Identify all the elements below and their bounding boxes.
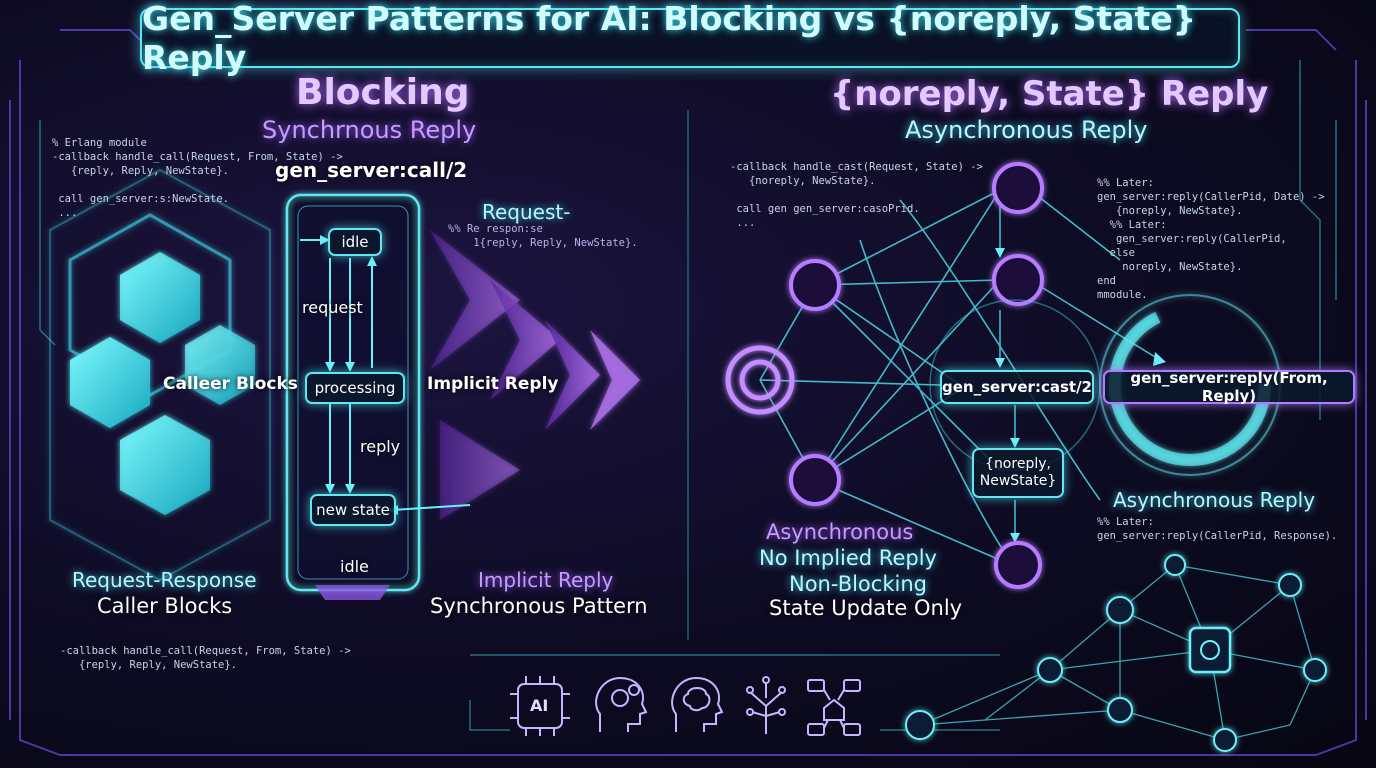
noreply-subheading: Asynchronous Reply <box>905 116 1148 144</box>
state-processing: processing <box>305 372 405 404</box>
async-reply-code: %% Later: gen_server:reply(CallerPid, Re… <box>1097 516 1338 542</box>
state-new-state: new state <box>310 494 396 526</box>
hexagon-cluster <box>49 168 271 582</box>
bottom-icon-row: AI <box>508 672 868 742</box>
ai-chip-icon <box>510 676 570 736</box>
async-line-3: Non-Blocking <box>789 572 927 596</box>
page-title: Gen_Server Patterns for AI: Blocking vs … <box>142 0 1197 77</box>
bottom-right-label-2: Synchronous Pattern <box>430 594 648 618</box>
implicit-reply-label: Implicit Reply <box>427 374 559 394</box>
code-snippet-far-right: %% Later: gen_server:reply(CallerPid, Da… <box>1097 177 1325 301</box>
async-line-2: No Implied Reply <box>759 546 937 570</box>
async-line-4: State Update Only <box>769 596 963 620</box>
code-snippet-top-right: -callback handle_cast(Request, State) ->… <box>730 161 983 229</box>
title-banner: Gen_Server Patterns for AI: Blocking vs … <box>140 0 1240 77</box>
request-label: request <box>302 298 363 317</box>
caller-blocks-label: Calleer Blocks <box>163 374 298 394</box>
request-response-title: Request- <box>482 200 571 224</box>
request-response-code: %% Re respon:se 1{reply, Reply, NewState… <box>448 223 638 249</box>
ai-chip-text: AI <box>530 696 549 715</box>
noreply-state-box: {noreply, NewState} <box>972 448 1064 498</box>
state-idle-top: idle <box>328 228 382 256</box>
state-idle-bottom: idle <box>340 557 369 576</box>
network-nodes <box>789 162 1044 589</box>
async-line-1: Asynchronous <box>766 520 914 544</box>
gen-server-cast-label: gen_server:cast/2 <box>940 370 1094 404</box>
code-snippet-bottom-left: -callback handle_call(Request, From, Sta… <box>60 645 351 671</box>
gen-server-reply-label: gen_server:reply(From, Reply) <box>1103 369 1355 405</box>
blocking-subheading: Synchrnous Reply <box>262 116 477 144</box>
blocking-heading: Blocking <box>296 72 470 113</box>
reply-label: reply <box>360 437 401 456</box>
noreply-heading: {noreply, State} Reply <box>830 74 1269 114</box>
network-edges <box>759 189 1161 561</box>
gen-server-call-label: gen_server:call/2 <box>275 158 468 182</box>
chevron-arrows <box>430 230 640 520</box>
bottom-right-label-1: Implicit Reply <box>478 568 614 592</box>
ai-head-gears-icon <box>595 676 648 732</box>
circuit-tree-icon <box>746 676 786 734</box>
state-arrows <box>300 239 471 511</box>
bottom-left-label-1: Request-Response <box>72 568 257 592</box>
code-snippet-top-left: % Erlang module -callback handle_call(Re… <box>52 137 343 219</box>
brain-icon <box>671 676 724 732</box>
bottom-left-label-2: Caller Blocks <box>97 594 233 618</box>
async-reply-heading: Asynchronous Reply <box>1113 488 1316 512</box>
network-home-icon <box>807 679 861 736</box>
